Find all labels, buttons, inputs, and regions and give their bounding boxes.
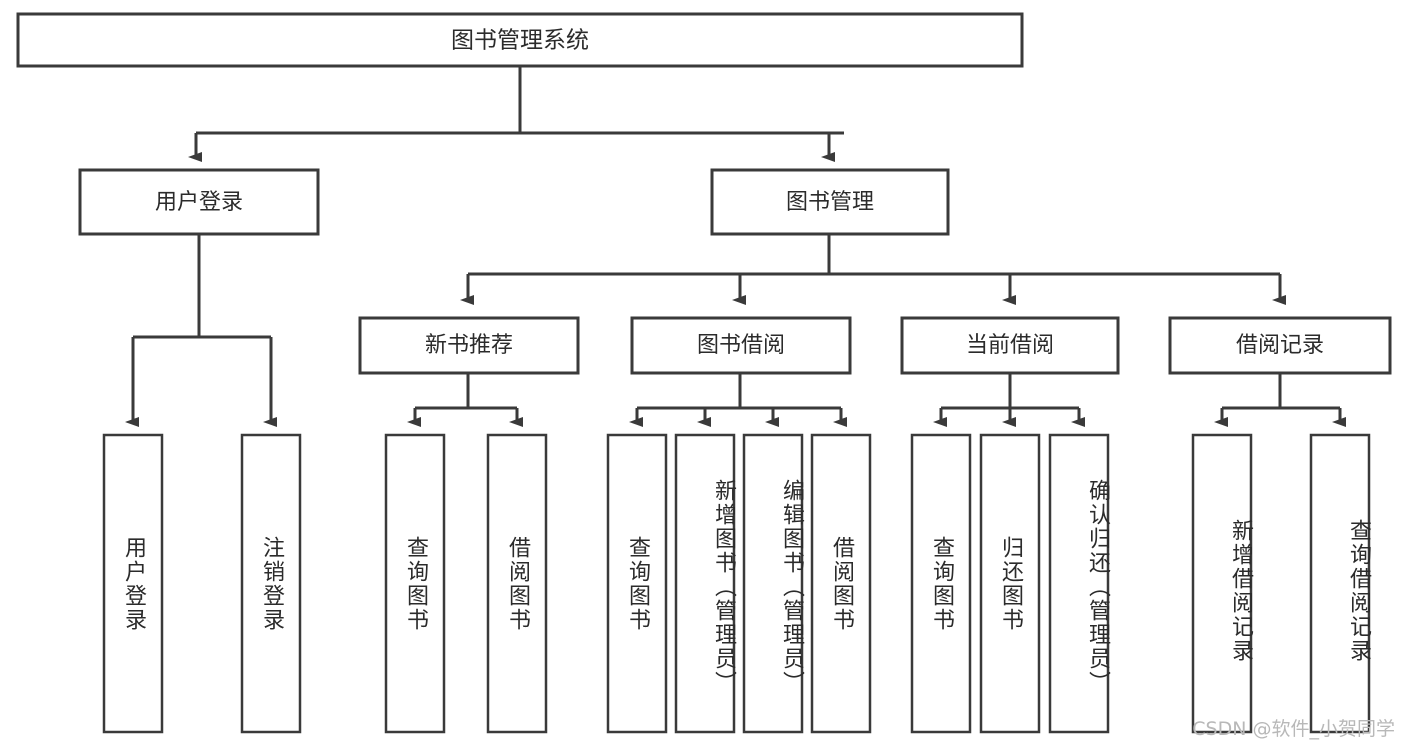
leaf-confirm-return-box[interactable] [1048,433,1110,734]
node-current-borrow-label: 当前借阅 [966,333,1054,358]
node-book-borrow-label: 图书借阅 [697,333,785,358]
leaf-borrow-book-1-box[interactable] [486,433,548,734]
leaf-logout-login-box[interactable] [240,433,302,734]
node-new-book-recommend[interactable]: 新书推荐 [358,316,580,375]
leaf-borrow-book-2-box[interactable] [810,433,872,734]
node-borrow-record-box[interactable] [1168,316,1392,375]
node-root-label: 图书管理系统 [451,28,589,54]
leaf-add-record-box[interactable] [1191,433,1253,734]
node-root[interactable]: 图书管理系统 [16,12,1024,68]
node-new-book-recommend-label: 新书推荐 [425,333,513,358]
watermark-text: CSDN @软件_小贺同学 [1192,718,1395,740]
node-book-borrow-box[interactable] [630,316,852,375]
leaf-user-login-box[interactable] [102,433,164,734]
connectors-borrowrecord-to-leaves [1214,373,1346,427]
node-book-borrow[interactable]: 图书借阅 [630,316,852,375]
node-borrow-record-label: 借阅记录 [1236,333,1324,358]
node-current-borrow-box[interactable] [900,316,1120,375]
connectors-currentborrow-to-leaves [933,373,1085,427]
connectors-bookmgmt-to-level3 [460,234,1286,305]
leaf-query-book-3-box[interactable] [910,433,972,734]
connectors-newbook-to-leaves [407,373,523,427]
leaf-boxes [102,433,1371,734]
node-borrow-record[interactable]: 借阅记录 [1168,316,1392,375]
leaf-edit-book-box[interactable] [742,433,804,734]
leaf-query-record-box[interactable] [1309,433,1371,734]
leaf-add-book-box[interactable] [674,433,736,734]
node-current-borrow[interactable]: 当前借阅 [900,316,1120,375]
node-book-management-box[interactable] [710,168,950,236]
node-new-book-recommend-box[interactable] [358,316,580,375]
leaf-query-book-1-box[interactable] [384,433,446,734]
leaf-query-book-2-box[interactable] [606,433,668,734]
node-root-box[interactable] [16,12,1024,68]
connectors-userlogin-to-leaves [125,234,277,427]
node-user-login-label: 用户登录 [155,190,243,215]
node-user-login-box[interactable] [78,168,320,236]
node-user-login[interactable]: 用户登录 [78,168,320,236]
leaf-return-book-box[interactable] [979,433,1041,734]
node-book-management-label: 图书管理 [786,190,874,215]
connectors-bookborrow-to-leaves [629,373,847,427]
node-book-management[interactable]: 图书管理 [710,168,950,236]
connectors-root-to-level2 [188,66,844,162]
